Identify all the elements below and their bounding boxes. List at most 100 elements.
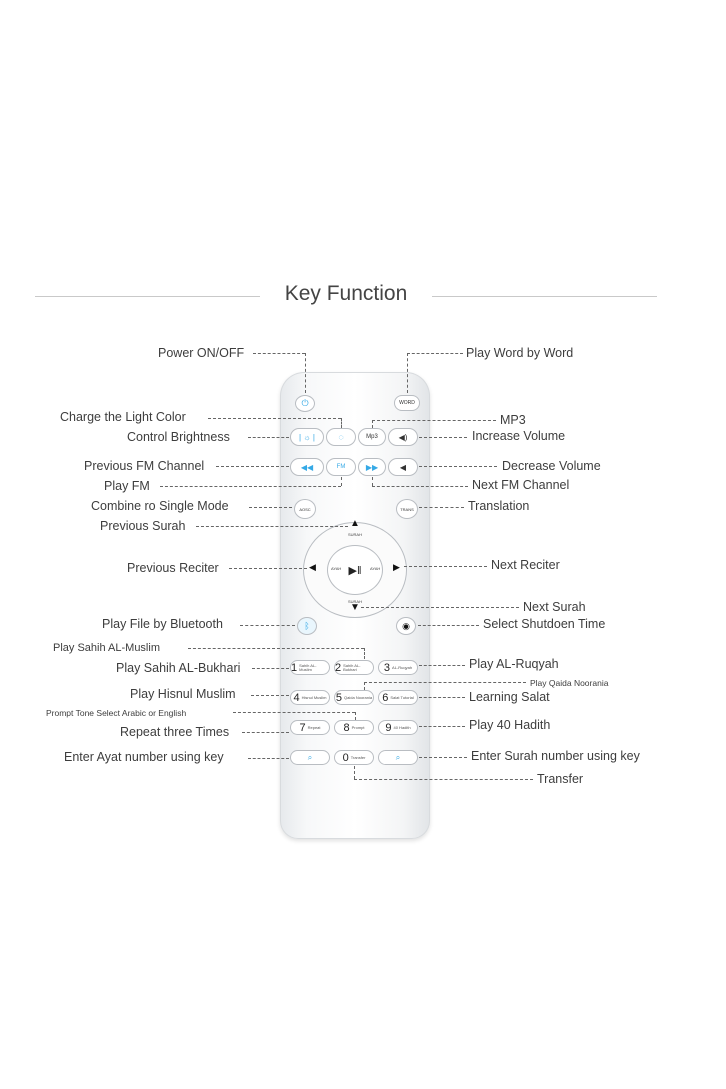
shutdown-button[interactable]: ◉ xyxy=(396,617,416,635)
play-pause-icon: ▶‖ xyxy=(348,564,362,577)
label-qaida: Play Qaida Noorania xyxy=(530,678,609,688)
rewind-icon: ◀◀ xyxy=(300,462,314,472)
surah-up-button[interactable]: SURAH xyxy=(347,532,362,537)
label-prompt-tone: Prompt Tone Select Arabic or English xyxy=(46,708,187,718)
leader-surah-number xyxy=(419,757,467,758)
leader-play-fm-rise xyxy=(341,477,342,486)
bluetooth-button[interactable]: ᛒ xyxy=(297,617,317,635)
leader-ayat-number xyxy=(248,758,289,759)
label-sahih-muslim: Play Sahih AL-Muslim xyxy=(53,642,160,654)
label-control-brightness: Control Brightness xyxy=(127,430,230,444)
leader-sahih-muslim xyxy=(188,648,364,649)
fm-button[interactable]: FM xyxy=(326,458,356,476)
leader-hadith xyxy=(419,726,465,727)
leader-increase-volume xyxy=(419,437,467,438)
volume-up-icon: ◀) xyxy=(398,432,408,442)
search-icon: ⌕ xyxy=(395,752,401,762)
left-arrow-icon[interactable]: ◀ xyxy=(309,562,316,572)
label-repeat: Repeat three Times xyxy=(120,725,230,739)
label-ruqyah: Play AL-Ruqyah xyxy=(469,657,559,671)
leader-power xyxy=(253,353,305,354)
leader-hisnul xyxy=(251,695,289,696)
leader-transfer xyxy=(354,779,533,780)
trans-button[interactable]: TRANS xyxy=(396,499,418,519)
volume-up-button[interactable]: ◀) xyxy=(388,428,418,446)
surah-down-button[interactable]: SURAH xyxy=(347,599,362,604)
label-transfer: Transfer xyxy=(537,772,584,786)
label-translation: Translation xyxy=(468,499,530,513)
ayah-right-label: AYAH xyxy=(370,566,381,571)
brightness-button[interactable]: | ☼ | xyxy=(290,428,324,446)
label-word-by-word: Play Word by Word xyxy=(466,346,574,360)
leader-previous-surah xyxy=(196,526,348,527)
leader-sahih-muslim-drop xyxy=(364,648,365,659)
leader-salat xyxy=(419,697,465,698)
leader-next-reciter xyxy=(404,566,487,567)
label-next-fm: Next FM Channel xyxy=(472,478,570,492)
aosc-button[interactable]: AOSC xyxy=(294,499,316,519)
ayat-search-button[interactable]: ⌕ xyxy=(290,750,330,765)
leader-previous-fm xyxy=(216,466,289,467)
leader-bluetooth xyxy=(240,625,295,626)
leader-next-fm xyxy=(372,486,468,487)
leader-prompt-tone xyxy=(233,712,355,713)
label-salat: Learning Salat xyxy=(469,690,550,704)
label-shutdown: Select Shutdoen Time xyxy=(483,617,606,631)
title-rule-right xyxy=(432,296,657,297)
down-arrow-icon[interactable]: ▼ xyxy=(350,602,360,613)
mp3-button[interactable]: Mp3 xyxy=(358,428,386,446)
previous-fm-button[interactable]: ◀◀ xyxy=(290,458,324,476)
volume-down-icon: ◀ xyxy=(399,462,407,472)
leader-ruqyah xyxy=(419,665,465,666)
leader-shutdown xyxy=(418,625,479,626)
play-pause-button[interactable]: ▶‖ xyxy=(327,545,383,595)
label-power: Power ON/OFF xyxy=(158,346,245,360)
label-hadith: Play 40 Hadith xyxy=(469,718,551,732)
diagram-title: Key Function xyxy=(284,282,408,305)
label-mp3: MP3 xyxy=(500,413,526,427)
leader-brightness xyxy=(248,437,289,438)
right-arrow-icon[interactable]: ▶ xyxy=(393,562,400,572)
surah-search-button[interactable]: ⌕ xyxy=(378,750,418,765)
leader-play-fm xyxy=(160,486,341,487)
volume-down-button[interactable]: ◀ xyxy=(388,458,418,476)
title-rule-left xyxy=(35,296,260,297)
leader-decrease-volume xyxy=(419,466,497,467)
up-arrow-icon[interactable]: ▲ xyxy=(350,518,360,529)
power-icon: ⏻ xyxy=(301,398,309,408)
label-next-reciter: Next Reciter xyxy=(491,558,560,572)
next-fm-button[interactable]: ▶▶ xyxy=(358,458,386,476)
lightbulb-icon: ◌ xyxy=(338,432,344,442)
leader-charge-light-drop xyxy=(341,418,342,428)
leader-word xyxy=(407,353,463,354)
label-play-fm: Play FM xyxy=(104,479,150,493)
leader-previous-reciter xyxy=(229,568,307,569)
leader-sahih-bukhari xyxy=(252,668,289,669)
label-previous-surah: Previous Surah xyxy=(100,519,186,533)
label-increase-volume: Increase Volume xyxy=(472,429,566,443)
word-button[interactable]: WORD xyxy=(394,395,420,411)
ayah-left-label: AYAH xyxy=(331,566,342,571)
brightness-icon: | ☼ | xyxy=(299,432,315,442)
leader-mp3 xyxy=(372,420,496,421)
leader-power-drop xyxy=(305,353,306,393)
search-icon: ⌕ xyxy=(307,752,313,762)
leader-repeat xyxy=(242,732,289,733)
leader-prompt-tone-drop xyxy=(355,712,356,720)
light-color-button[interactable]: ◌ xyxy=(326,428,356,446)
label-surah-number: Enter Surah number using key xyxy=(471,749,640,763)
fast-forward-icon: ▶▶ xyxy=(365,462,379,472)
leader-combine-single xyxy=(249,507,292,508)
power-button[interactable]: ⏻ xyxy=(295,395,315,412)
leader-next-fm-rise xyxy=(372,477,373,486)
